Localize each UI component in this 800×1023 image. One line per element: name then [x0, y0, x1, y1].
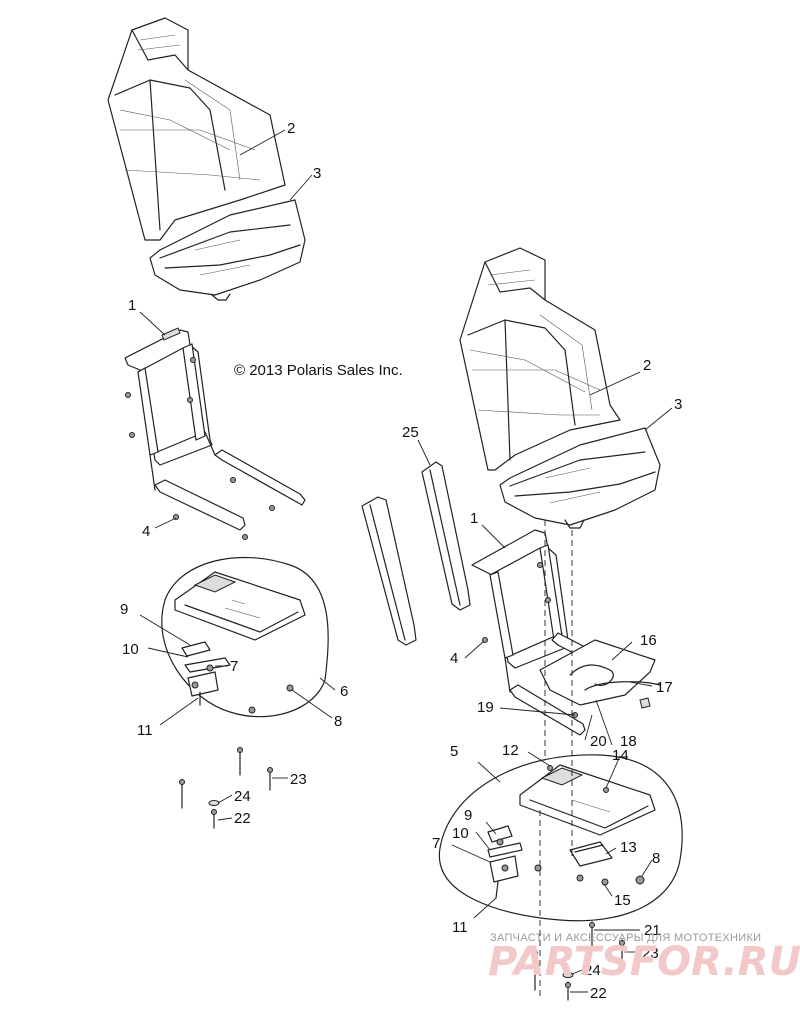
- alignment-lines: [539, 520, 573, 1000]
- callout-left-frame-bolt: 4: [142, 523, 150, 540]
- callout-clip-20: 20: [590, 733, 607, 750]
- left-loose-hardware: [179, 747, 273, 829]
- callout-right-frame-bolt: 4: [450, 650, 458, 667]
- callout-right-tray-assembly: 5: [450, 743, 458, 760]
- callout-latch-13: 13: [620, 839, 637, 856]
- watermark-brand: PARTSFOR.RU: [488, 939, 800, 985]
- callout-screw-19: 19: [477, 699, 494, 716]
- callout-right-frame: 1: [470, 510, 478, 527]
- callout-screw-14: 14: [612, 747, 629, 764]
- right-seat: [459, 247, 661, 529]
- callout-right-bolt-23: 23: [642, 945, 659, 962]
- callout-right-seat-bottom: 3: [674, 396, 682, 413]
- callout-right-bracket-9: 9: [464, 807, 472, 824]
- callout-right-screw-11: 11: [452, 919, 468, 936]
- callout-left-screw-11: 11: [137, 722, 153, 739]
- callout-left-seat-back: 2: [287, 120, 295, 137]
- callout-screw-12: 12: [502, 742, 519, 759]
- callout-right-plate-7: 7: [432, 835, 440, 852]
- watermark: PARTSFOR.RU ЗАПЧАСТИ И АКСЕССУАРЫ ДЛЯ МО…: [488, 932, 800, 985]
- callout-harness-17: 17: [656, 679, 673, 696]
- left-tray-assembly: [161, 556, 329, 718]
- callout-left-plate-7: 7: [230, 658, 238, 675]
- callout-left-bracket-9: 9: [120, 601, 128, 618]
- callout-right-washer-24: 24: [584, 962, 601, 979]
- right-tray-assembly: [438, 754, 683, 922]
- callout-right-bolt-22: 22: [590, 985, 607, 1002]
- callout-part-18: 18: [620, 733, 637, 750]
- right-loose-hardware: [532, 921, 625, 1001]
- leader-lines: [139, 129, 673, 993]
- callout-left-washer-10: 10: [122, 641, 139, 658]
- slider-rails: [361, 461, 471, 646]
- watermark-tagline: ЗАПЧАСТИ И АКСЕССУАРЫ ДЛЯ МОТОТЕХНИКИ: [490, 932, 761, 944]
- callout-left-seat-bottom: 3: [313, 165, 321, 182]
- callout-left-bolt-22: 22: [234, 810, 251, 827]
- callout-harness-plate-16: 16: [640, 632, 657, 649]
- callout-right-nut-8: 8: [652, 850, 660, 867]
- callout-left-nut-8: 8: [334, 713, 342, 730]
- callout-right-washer-10: 10: [452, 825, 469, 842]
- callout-left-tray-assembly: 6: [340, 683, 348, 700]
- callout-slider-rail-25: 25: [402, 424, 419, 441]
- copyright-notice: © 2013 Polaris Sales Inc.: [234, 362, 403, 379]
- callout-screw-15: 15: [614, 892, 631, 909]
- callout-labels: 2 3 1 4 9 10 7 6 8 11 23 24 22 © 2013 Po…: [120, 120, 682, 1002]
- left-seat: [107, 17, 306, 301]
- callout-left-washer-24: 24: [234, 788, 251, 805]
- left-seat-frame: [124, 327, 306, 540]
- callout-right-bolt-21: 21: [644, 922, 661, 939]
- harness-plate: [539, 639, 661, 718]
- callout-right-seat-back: 2: [643, 357, 651, 374]
- callout-left-bolt-23: 23: [290, 771, 307, 788]
- callout-left-frame: 1: [128, 297, 136, 314]
